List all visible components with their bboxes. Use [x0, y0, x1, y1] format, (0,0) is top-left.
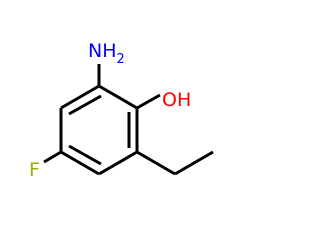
amine-label: NH2	[88, 40, 125, 67]
fluorine-label: F	[29, 159, 40, 181]
bond-c3-f	[43, 150, 62, 164]
bond-ethyl-ch3	[174, 150, 214, 176]
bond-c3-c4-inner	[68, 144, 102, 166]
bond-c1-c2-inner	[68, 94, 102, 116]
amine-subscript: 2	[117, 52, 125, 67]
bond-c4-c5	[98, 150, 138, 176]
bond-c6-c1	[98, 84, 138, 110]
bond-c1-c2	[60, 84, 100, 110]
bond-c5-ethyl	[136, 150, 176, 176]
bond-c3-c4	[60, 150, 100, 176]
structure-diagram: NH2 OH F	[29, 40, 214, 181]
molecule-canvas: NH2 OH F	[29, 40, 214, 181]
hydroxyl-label: OH	[162, 89, 191, 111]
bond-c6-o	[136, 93, 161, 110]
